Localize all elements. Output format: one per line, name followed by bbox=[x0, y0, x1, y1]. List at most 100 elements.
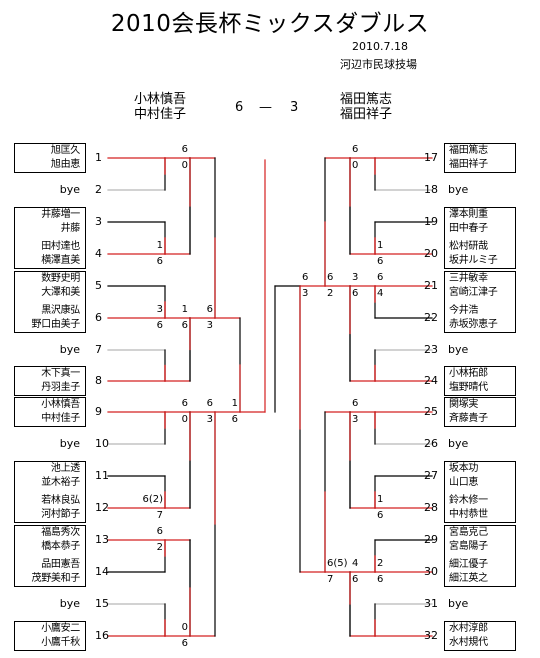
bye-label: bye bbox=[59, 343, 80, 356]
R-r1-score-a-6: 2 bbox=[377, 558, 384, 569]
player-name: 井藤 bbox=[60, 223, 81, 234]
seed-number: 18 bbox=[424, 183, 438, 196]
seed-number: 3 bbox=[95, 215, 102, 228]
L-r1-score-a-6: 6 bbox=[156, 526, 163, 537]
right-entry-box-2 bbox=[444, 207, 516, 269]
bye-label: bye bbox=[448, 437, 469, 450]
right-entry-box-1 bbox=[444, 143, 516, 173]
R-r1-score-b-1: 6 bbox=[377, 256, 384, 267]
R-r2-score-b-1: 6 bbox=[352, 288, 359, 299]
seed-number: 9 bbox=[95, 405, 102, 418]
event-date: 2010.7.18 bbox=[352, 40, 408, 53]
R-r1-score-b-6: 6 bbox=[377, 574, 384, 585]
final-right-player-2: 福田祥子 bbox=[340, 107, 393, 122]
player-name: 橋本恭子 bbox=[41, 541, 80, 552]
final-score-separator: — bbox=[259, 100, 272, 115]
seed-number: 2 bbox=[95, 183, 102, 196]
L-r1-score-b-2: 6 bbox=[156, 320, 163, 331]
player-name: 小林拓郎 bbox=[449, 368, 488, 379]
L-r1-score-b-5: 7 bbox=[156, 510, 163, 521]
R-r1-score-b-5: 6 bbox=[377, 510, 384, 521]
right-entry-box-6 bbox=[444, 461, 516, 523]
R-r2-score-b-2: 3 bbox=[352, 414, 359, 425]
player-name: 三井敏幸 bbox=[449, 273, 488, 284]
event-venue: 河辺市民球技場 bbox=[340, 58, 417, 71]
player-name: 小林慎吾 bbox=[41, 399, 80, 410]
left-entry-box-8 bbox=[14, 621, 86, 651]
player-name: 旭匡久 bbox=[50, 145, 80, 156]
R-r1-score-b-2: 4 bbox=[377, 288, 384, 299]
seed-number: 19 bbox=[424, 215, 438, 228]
R-r2-score-a-2: 6 bbox=[352, 398, 359, 409]
player-name: 赤坂弥恵子 bbox=[449, 319, 498, 330]
seed-number: 5 bbox=[95, 279, 102, 292]
seed-number: 12 bbox=[95, 501, 109, 514]
player-name: 水村淳郎 bbox=[449, 623, 488, 634]
L-r1-score-a-2: 3 bbox=[156, 304, 163, 315]
R-r3-score-b-1: 7 bbox=[327, 574, 334, 585]
player-name: 山口恵 bbox=[449, 477, 479, 488]
player-name: 細江英之 bbox=[449, 573, 488, 584]
bye-label: bye bbox=[448, 343, 469, 356]
seed-number: 27 bbox=[424, 469, 438, 482]
seed-number: 13 bbox=[95, 533, 109, 546]
R-r2-score-b-3: 6 bbox=[352, 574, 359, 585]
L-r3-score-b-1: 3 bbox=[206, 414, 213, 425]
player-name: 澤本則重 bbox=[449, 209, 488, 220]
seed-number: 14 bbox=[95, 565, 109, 578]
player-name: 福田篤志 bbox=[449, 145, 488, 156]
seed-number: 20 bbox=[424, 247, 438, 260]
player-name: 水村規代 bbox=[449, 637, 488, 648]
seed-number: 31 bbox=[424, 597, 438, 610]
player-name: 福島秀次 bbox=[41, 527, 80, 538]
R-r1-score-a-5: 1 bbox=[377, 494, 384, 505]
L-sf-score-b: 6 bbox=[231, 414, 238, 425]
left-entry-box-5 bbox=[14, 397, 86, 427]
seed-number: 11 bbox=[95, 469, 109, 482]
player-name: 丹羽圭子 bbox=[41, 382, 80, 393]
seed-number: 25 bbox=[424, 405, 438, 418]
player-name: 坂井ルミ子 bbox=[449, 255, 498, 266]
player-name: 今井浩 bbox=[449, 305, 479, 316]
player-name: 黒沢康弘 bbox=[41, 305, 80, 316]
player-name: 数野史明 bbox=[41, 273, 80, 284]
bye-label: bye bbox=[59, 597, 80, 610]
player-name: 木下真一 bbox=[41, 368, 80, 379]
left-entry-box-7 bbox=[14, 525, 86, 587]
right-entry-box-8 bbox=[444, 621, 516, 651]
R-r2-score-b-0: 0 bbox=[352, 160, 359, 171]
page-title: 2010会長杯ミックスダブルス bbox=[110, 11, 430, 37]
player-name: 鈴木修一 bbox=[449, 495, 488, 506]
final-left-player-1: 小林慎吾 bbox=[134, 92, 187, 107]
R-r1-score-a-1: 1 bbox=[377, 240, 384, 251]
L-r1-score-a-5: 6(2) bbox=[142, 494, 163, 505]
R-r3-score-a-0: 6 bbox=[327, 272, 334, 283]
final-left-player-2: 中村佳子 bbox=[134, 107, 187, 122]
player-name: 塩野晴代 bbox=[449, 382, 488, 393]
final-right-player-1: 福田篤志 bbox=[340, 92, 393, 107]
player-name: 宮島克己 bbox=[449, 527, 488, 538]
player-name: 河村節子 bbox=[41, 509, 80, 520]
player-name: 並木裕子 bbox=[41, 477, 80, 488]
L-sf-score-a: 1 bbox=[231, 398, 238, 409]
left-entry-box-1 bbox=[14, 143, 86, 173]
seed-number: 8 bbox=[95, 374, 102, 387]
player-name: 小鷹安二 bbox=[41, 623, 80, 634]
right-entry-box-7 bbox=[444, 525, 516, 587]
seed-number: 23 bbox=[424, 343, 438, 356]
L-r2-score-a-1: 1 bbox=[181, 304, 188, 315]
player-name: 松村研哉 bbox=[449, 241, 488, 252]
seed-number: 28 bbox=[424, 501, 438, 514]
seed-number: 7 bbox=[95, 343, 102, 356]
R-sf-score-a: 6 bbox=[302, 272, 309, 283]
L-r2-score-a-3: 0 bbox=[181, 622, 188, 633]
player-name: 中村恭世 bbox=[449, 509, 488, 520]
seed-number: 1 bbox=[95, 151, 102, 164]
player-name: 宮島陽子 bbox=[449, 541, 488, 552]
seed-number: 10 bbox=[95, 437, 109, 450]
bye-label: bye bbox=[448, 597, 469, 610]
L-r2-score-a-2: 6 bbox=[181, 398, 188, 409]
player-name: 斉藤貴子 bbox=[449, 413, 488, 424]
seed-number: 29 bbox=[424, 533, 438, 546]
